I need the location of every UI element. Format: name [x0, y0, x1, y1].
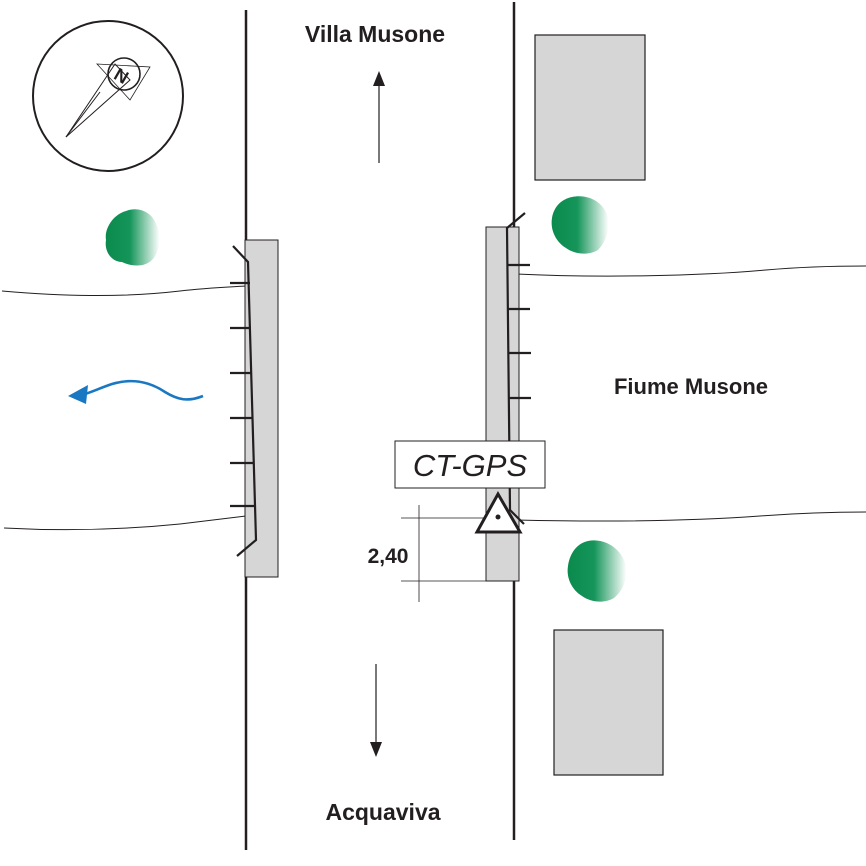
river-label: Fiume Musone	[614, 374, 768, 399]
compass-rose: N	[32, 20, 184, 172]
building-south-east	[553, 629, 664, 776]
distance-label: 2,40	[368, 545, 409, 568]
tree-icon	[551, 196, 609, 254]
bridge-sidewalk-left	[244, 239, 279, 578]
north-letter: N	[111, 64, 132, 88]
river-flow-arrow-icon	[68, 379, 204, 404]
north-town-label: Villa Musone	[305, 21, 445, 47]
station-label-box	[394, 440, 546, 489]
gps-station-marker-icon	[474, 490, 523, 534]
tree-icon	[567, 540, 627, 602]
tree-icon	[105, 209, 160, 266]
arrow-north-icon	[373, 71, 385, 163]
river-bank-north-right	[515, 265, 866, 277]
river-bank-south-left	[3, 515, 247, 531]
river-bank-south-right	[515, 511, 866, 522]
arrow-south-icon	[370, 664, 382, 757]
river-bank-north-left	[1, 285, 247, 297]
bridge-railing-left	[230, 245, 258, 557]
building-north-east	[534, 34, 646, 181]
station-label: CT-GPS	[413, 448, 528, 483]
south-town-label: Acquaviva	[325, 799, 440, 825]
